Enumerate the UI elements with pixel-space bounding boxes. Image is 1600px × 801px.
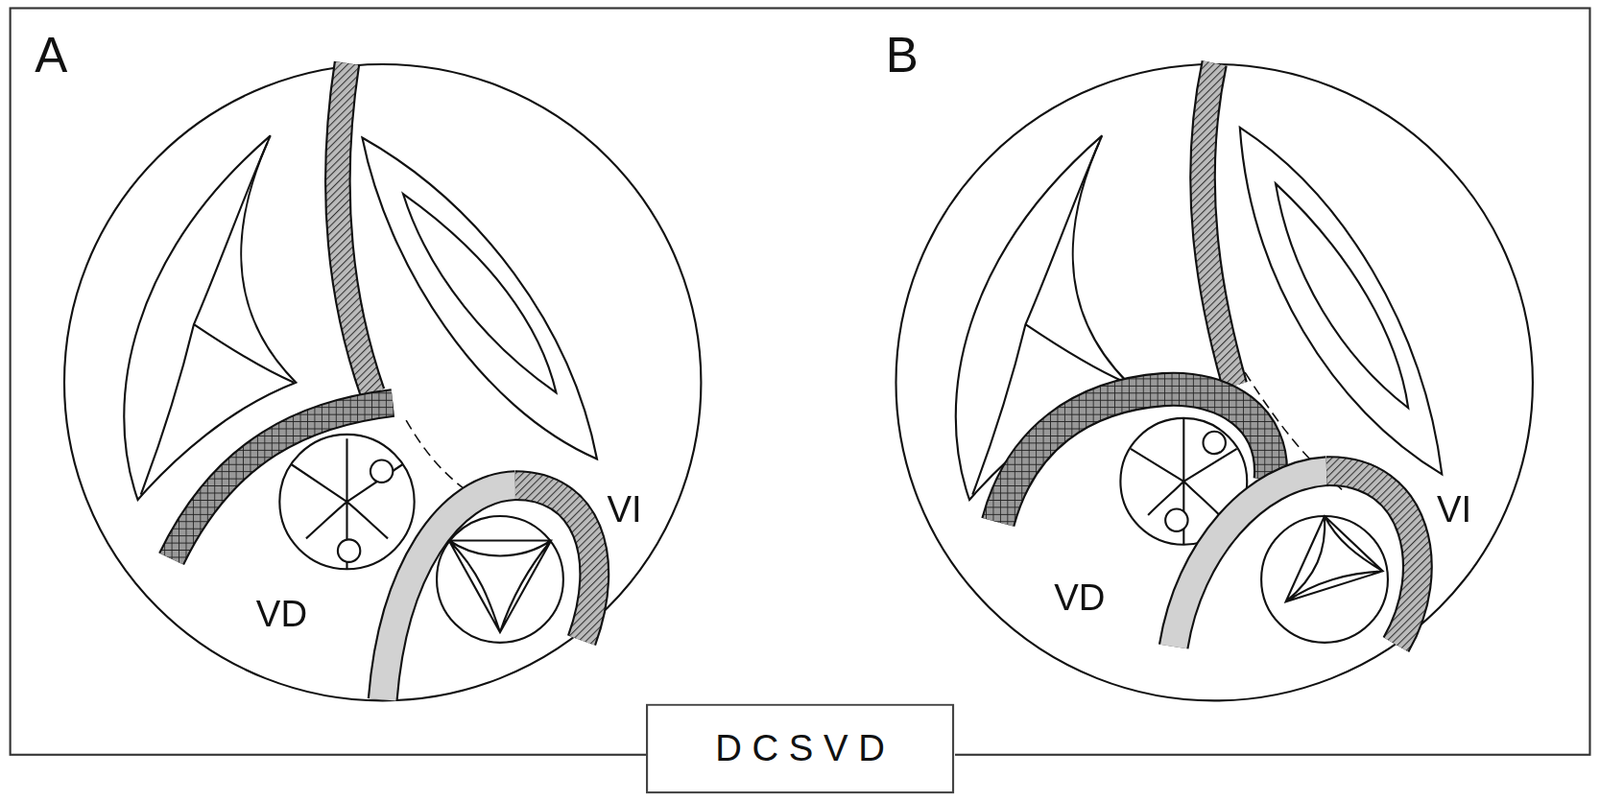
ventricle-label: VI	[1436, 491, 1472, 528]
ventricle-label: VD	[1053, 579, 1105, 617]
box-text: D C S V D	[715, 730, 885, 767]
panel-letter: A	[34, 31, 68, 81]
panel-letter: B	[885, 31, 919, 81]
ventricle-label: VD	[256, 596, 308, 633]
ventricle-label: VI	[607, 491, 643, 528]
title-box: D C S V D	[645, 704, 955, 795]
